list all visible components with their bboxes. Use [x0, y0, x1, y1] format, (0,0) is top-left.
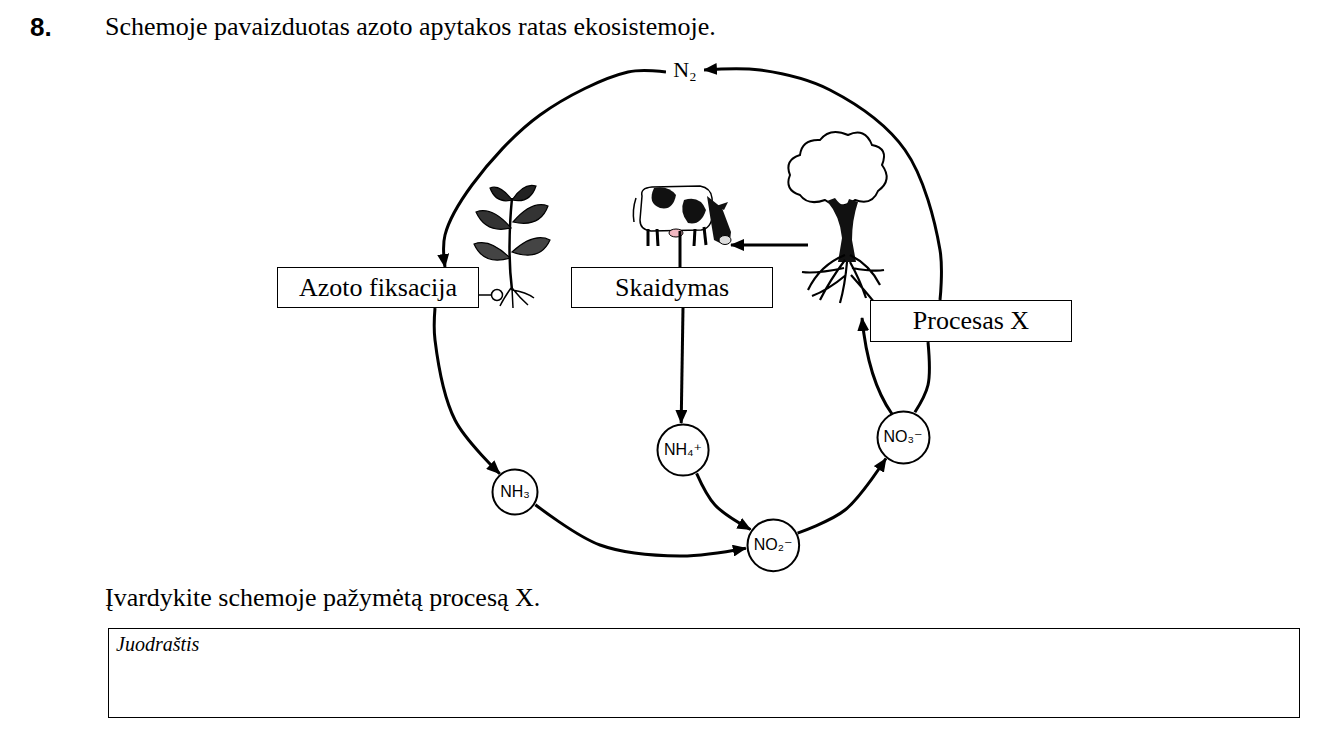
- plant-illustration: [500, 288, 534, 308]
- flow-arrow: [731, 244, 808, 247]
- node-text: Skaidymas: [615, 273, 729, 303]
- node-text: NH₄⁺: [664, 441, 702, 459]
- cow-illustration: [707, 196, 731, 244]
- cycle-arrow: [444, 70, 666, 267]
- plant-illustration: [474, 243, 510, 261]
- cow-illustration: [704, 227, 706, 245]
- circle-outline: [493, 470, 538, 515]
- cow-illustration: [682, 199, 706, 224]
- cow-illustration: [640, 186, 713, 231]
- tree-illustration: [788, 132, 886, 303]
- cycle-arrow: [915, 342, 929, 412]
- node-text: N₂: [673, 57, 697, 82]
- node-text: Azoto fiksacija: [299, 273, 457, 303]
- cow-illustration: [652, 187, 676, 208]
- node-text: NO₃⁻: [884, 428, 923, 446]
- cycle-arrow: [798, 459, 886, 534]
- tree-illustration: [802, 255, 884, 303]
- cow-illustration: [633, 186, 731, 267]
- question-number: 8.: [30, 12, 52, 43]
- cycle-arrow: [535, 505, 745, 556]
- tree-illustration: [788, 132, 886, 206]
- cow-illustration: [716, 202, 728, 210]
- circle-outline: [747, 519, 799, 571]
- plant-illustration: [490, 187, 512, 201]
- cow-illustration: [647, 229, 650, 246]
- node-text: NH₃: [500, 483, 530, 501]
- compound-circle: NH₃: [491, 468, 539, 516]
- title: Schemoje pavaizduotas azoto apytakos rat…: [105, 12, 716, 42]
- cycle-arrow: [704, 69, 941, 300]
- cow-illustration: [633, 198, 636, 222]
- tree-illustration: [827, 198, 858, 262]
- cycle-arrow: [681, 308, 683, 423]
- plant-illustration: [512, 238, 550, 255]
- cycle-arrow: [434, 308, 499, 474]
- cow-illustration: [657, 229, 658, 246]
- cow-illustration: [719, 236, 731, 245]
- plant-illustration: [479, 294, 491, 296]
- cow-illustration: [694, 229, 695, 246]
- compound-circle: NH₄⁺: [656, 423, 710, 477]
- question-text: Įvardykite schemoje pažymėtą procesą X.: [105, 583, 540, 613]
- plant-illustration: [512, 185, 536, 200]
- cycle-arrow: [697, 473, 751, 529]
- answer-box: Juodraštis: [108, 628, 1300, 718]
- process-box: Skaidymas: [571, 267, 773, 308]
- compound-circle: NO₂⁻: [746, 518, 801, 573]
- process-box: Azoto fiksacija: [277, 267, 479, 308]
- plant-illustration: [474, 185, 550, 308]
- plant-illustration: [510, 198, 513, 290]
- node-text: Procesas X: [913, 306, 1029, 336]
- circle-outline: [657, 424, 708, 475]
- compound-node: N₂: [666, 53, 704, 87]
- cow-illustration: [679, 231, 682, 267]
- circle-outline: [877, 411, 929, 463]
- plant-illustration: [476, 211, 511, 230]
- compound-circle: NO₃⁻: [876, 410, 931, 465]
- node-text: NO₂⁻: [754, 536, 793, 554]
- plant-illustration: [492, 290, 503, 301]
- process-box: Procesas X: [870, 300, 1072, 342]
- node-text: Juodraštis: [116, 633, 199, 656]
- plant-illustration: [513, 205, 548, 224]
